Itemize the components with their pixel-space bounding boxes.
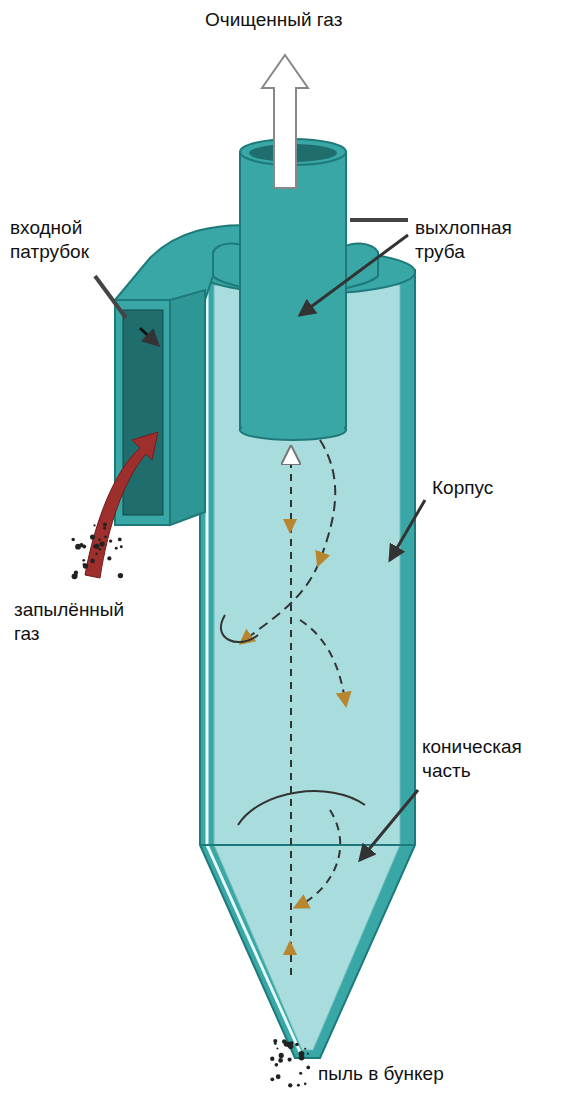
dust-particle [288, 1058, 292, 1062]
flow-head [283, 940, 297, 955]
dust-particle [90, 559, 95, 564]
dust-particle [71, 538, 74, 541]
dust-particle [104, 536, 107, 539]
highlight [207, 845, 300, 1052]
flow-label: пыль в бункер [318, 1062, 444, 1086]
dust-particle [107, 556, 111, 560]
part-label: Корпус [432, 476, 493, 500]
dust-particle [103, 523, 107, 527]
dust-particle [120, 545, 123, 548]
flow-label: запылённый газ [14, 598, 136, 646]
inlet-side [170, 290, 205, 525]
dust-particle [304, 1083, 307, 1086]
part-label: входной патрубок [10, 216, 120, 264]
dust-particle [103, 527, 106, 530]
dust-particle [93, 524, 95, 526]
vortex-flow [300, 810, 340, 905]
dust-particle [290, 1041, 293, 1044]
dust-particle [295, 1043, 299, 1047]
dust-particle [82, 559, 85, 562]
vortex-flow [245, 440, 335, 640]
dust-particle [299, 1055, 305, 1061]
dust-particle [75, 574, 78, 577]
dust-particle [279, 1053, 284, 1058]
dust-particle [306, 1066, 310, 1070]
dust-particle [79, 543, 83, 547]
dust-particle [307, 1053, 309, 1055]
dust-particle [115, 547, 118, 550]
dust-particle [99, 548, 102, 551]
vortex-flow [238, 791, 365, 825]
leader-line [140, 328, 158, 345]
dust-particle [95, 552, 97, 554]
dust-particle [276, 1048, 278, 1050]
cone-seam [200, 844, 415, 846]
dust-particle [304, 1048, 306, 1050]
vortex-flow [221, 615, 258, 642]
dust-particle [270, 1077, 274, 1081]
leader-line [350, 218, 408, 222]
outlet-arrow [262, 55, 308, 188]
dust-particle [93, 545, 96, 548]
dust-particle [83, 563, 88, 568]
outlet-label: Очищенный газ [205, 8, 342, 32]
dust-particle [118, 538, 122, 542]
dust-particle [98, 539, 101, 542]
dust-particle [299, 1072, 302, 1075]
dust-particle [270, 1057, 274, 1061]
dust-particle [274, 1042, 277, 1045]
leader-line [95, 276, 126, 318]
dust-particle [100, 542, 105, 547]
leader-line [390, 500, 425, 560]
leader-line [360, 790, 418, 860]
dust-particle [278, 1058, 283, 1063]
part-label: коническая часть [422, 735, 554, 783]
dust-particle [282, 1039, 286, 1043]
inlet-flow-arrow [85, 432, 158, 578]
dust-particle [288, 1083, 292, 1087]
dust-particle [90, 535, 95, 540]
vortex-flow [300, 620, 345, 700]
pipe-fill [242, 418, 344, 430]
dust-particle [118, 573, 123, 578]
dust-particle [275, 1063, 279, 1067]
dust-particle [290, 1042, 293, 1045]
leader-line [300, 235, 408, 315]
dust-particle [276, 1074, 281, 1079]
inlet-opening [123, 310, 163, 515]
dust-particle [297, 1084, 300, 1087]
part-label: выхлопная труба [415, 216, 540, 264]
flow-head [283, 519, 297, 534]
dust-particle [72, 573, 78, 579]
dust-particle [109, 539, 112, 542]
